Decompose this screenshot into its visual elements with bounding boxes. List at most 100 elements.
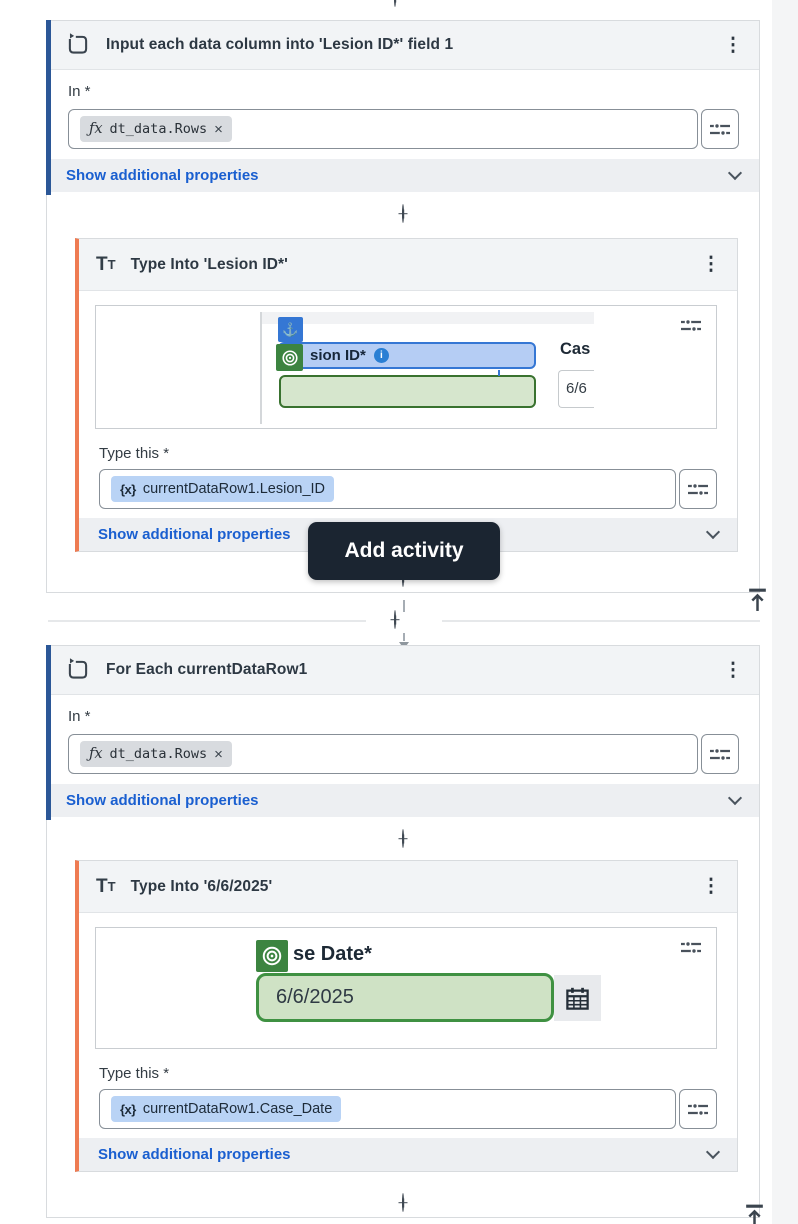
chip-remove-icon[interactable]: × (214, 120, 223, 138)
anchor-field-label: sion ID* (310, 347, 366, 364)
field-options-button[interactable] (701, 109, 739, 149)
show-additional-properties-row[interactable]: Show additional properties (79, 1138, 737, 1171)
type-this-input[interactable]: {x} currentDataRow1.Lesion_ID (99, 469, 676, 509)
kebab-menu-button[interactable]: ⋮ (719, 28, 747, 62)
add-activity-button-between[interactable] (394, 610, 396, 629)
sliders-icon (688, 482, 708, 496)
sliders-icon (688, 1102, 708, 1116)
type-this-label: Type this * (99, 445, 170, 462)
chip-value: currentDataRow1.Case_Date (142, 1101, 333, 1117)
expression-chip[interactable]: ƒx dt_data.Rows × (80, 741, 232, 767)
kebab-menu-button[interactable]: ⋮ (719, 653, 747, 687)
divider-line-left (48, 620, 366, 622)
chevron-down-icon[interactable] (727, 790, 743, 806)
target-icon (276, 344, 303, 371)
show-additional-properties-link[interactable]: Show additional properties (66, 792, 259, 809)
activity-card-for-each-2: For Each currentDataRow1 ⋮ In * ƒx dt_da… (46, 645, 760, 1218)
type-this-input-row: {x} currentDataRow1.Lesion_ID (99, 469, 717, 509)
plus-circle-icon[interactable] (402, 204, 404, 223)
type-this-label: Type this * (99, 1065, 170, 1082)
target-options-button[interactable] (680, 318, 702, 338)
activity-title: Type Into '6/6/2025' (130, 877, 273, 895)
plus-circle-icon[interactable] (402, 1193, 404, 1212)
in-input-row: ƒx dt_data.Rows × (68, 109, 739, 149)
add-activity-tooltip: Add activity (308, 522, 500, 580)
show-additional-properties-row[interactable]: Show additional properties (47, 159, 759, 192)
calendar-button (554, 975, 601, 1021)
scroll-to-top-button[interactable] (745, 587, 769, 613)
plus-circle-icon[interactable] (394, 0, 396, 7)
variable-chip[interactable]: {x} currentDataRow1.Case_Date (111, 1096, 342, 1122)
in-input-row: ƒx dt_data.Rows × (68, 734, 739, 774)
right-gutter (772, 0, 798, 1224)
sliders-icon (681, 940, 701, 955)
properties-section: In * ƒx dt_data.Rows × (47, 695, 759, 774)
target-options-button[interactable] (680, 940, 702, 960)
activity-title: Input each data column into 'Lesion ID*'… (106, 36, 454, 53)
screenshot-top-strip (262, 312, 594, 324)
fx-icon: ƒx (89, 121, 103, 137)
target-highlight-box (279, 375, 536, 408)
for-each-loop-icon (68, 658, 88, 679)
target-connector (498, 370, 500, 376)
scroll-to-top-icon (745, 1204, 763, 1224)
show-additional-properties-row[interactable]: Show additional properties (47, 784, 759, 817)
in-field-label: In * (68, 708, 91, 725)
variable-chip[interactable]: {x} currentDataRow1.Lesion_ID (111, 476, 335, 502)
show-additional-properties-link[interactable]: Show additional properties (98, 526, 291, 543)
next-field-value: 6/6 (558, 370, 594, 408)
activity-header[interactable]: For Each currentDataRow1 ⋮ (47, 646, 759, 695)
target-icon (256, 940, 288, 972)
variable-icon: {x} (120, 481, 136, 497)
in-input[interactable]: ƒx dt_data.Rows × (68, 734, 698, 774)
activity-header[interactable]: Input each data column into 'Lesion ID*'… (47, 21, 759, 70)
chip-value: dt_data.Rows (109, 746, 208, 762)
for-each-accent-bar (46, 645, 51, 820)
type-this-input[interactable]: {x} currentDataRow1.Case_Date (99, 1089, 676, 1129)
fx-icon: ƒx (89, 746, 103, 762)
target-screenshot-preview[interactable]: se Date* 6/6/2025 (95, 927, 717, 1049)
info-icon: i (373, 348, 389, 363)
date-field-value: 6/6/2025 (256, 973, 554, 1022)
field-options-button[interactable] (679, 1089, 717, 1129)
plus-circle-icon[interactable] (402, 829, 404, 848)
in-field-label: In * (68, 83, 91, 100)
sliders-icon (710, 122, 730, 136)
field-options-button[interactable] (679, 469, 717, 509)
target-screenshot-preview[interactable]: ⚓ sion ID* i Cas 6/ (95, 305, 717, 429)
show-additional-properties-link[interactable]: Show additional properties (98, 1146, 291, 1163)
add-activity-button[interactable] (402, 204, 404, 223)
for-each-loop-icon (68, 33, 88, 54)
plus-circle-icon[interactable] (394, 610, 396, 629)
sliders-icon (710, 747, 730, 761)
scroll-to-top-button[interactable] (742, 1203, 766, 1224)
kebab-menu-button[interactable]: ⋮ (697, 870, 725, 904)
connector-arrow-shaft (403, 633, 405, 641)
add-activity-button[interactable] (402, 1193, 404, 1212)
chip-remove-icon[interactable]: × (214, 745, 223, 763)
expression-chip[interactable]: ƒx dt_data.Rows × (80, 116, 232, 142)
chevron-down-icon[interactable] (705, 1144, 721, 1160)
show-additional-properties-link[interactable]: Show additional properties (66, 167, 259, 184)
add-activity-button-top[interactable] (394, 0, 396, 7)
add-activity-button[interactable] (402, 829, 404, 848)
next-field-label: Cas (560, 340, 591, 358)
in-input[interactable]: ƒx dt_data.Rows × (68, 109, 698, 149)
type-this-input-row: {x} currentDataRow1.Case_Date (99, 1089, 717, 1129)
kebab-menu-button[interactable]: ⋮ (697, 248, 725, 282)
properties-section: In * ƒx dt_data.Rows × (47, 70, 759, 149)
chevron-down-icon[interactable] (727, 165, 743, 181)
anchor-highlight-box: sion ID* i (278, 342, 536, 369)
activity-title: For Each currentDataRow1 (106, 661, 308, 678)
activity-title: Type Into 'Lesion ID*' (130, 255, 288, 273)
chevron-down-icon[interactable] (705, 524, 721, 540)
field-options-button[interactable] (701, 734, 739, 774)
